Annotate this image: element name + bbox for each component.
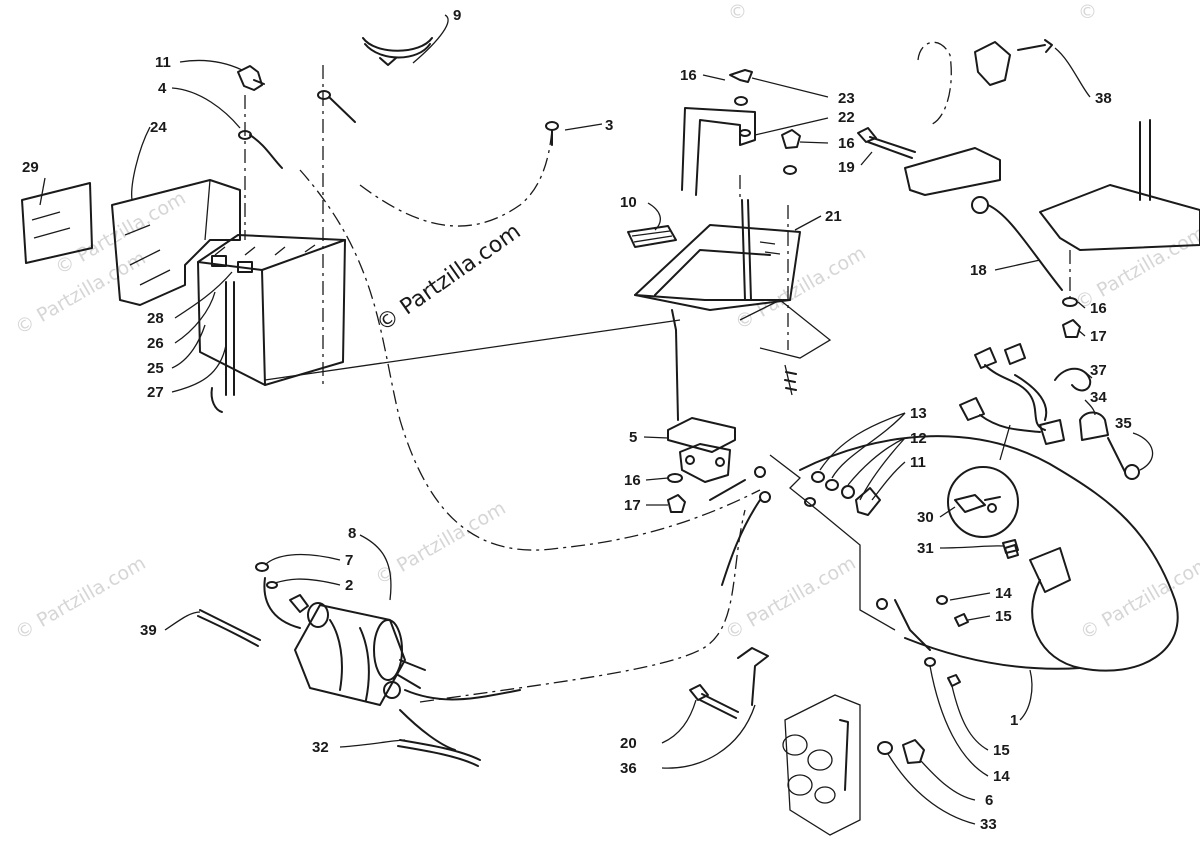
callout-20: 20: [620, 735, 637, 752]
fuse-detail: [947, 424, 1019, 538]
battery-pad: [21, 182, 93, 264]
callout-11: 11: [155, 54, 171, 71]
callout-37: 37: [1090, 362, 1107, 379]
battery-cable-long: [317, 90, 559, 146]
wire-clamp: [1054, 367, 1092, 392]
harness-connectors: [959, 343, 1065, 445]
nut-washer-lower-right: [1062, 297, 1081, 338]
watermark-text: © Partzilla.com: [1077, 552, 1200, 644]
callout-15: 15: [993, 742, 1010, 759]
callout-23: 23: [838, 90, 855, 107]
callout-16: 16: [1090, 300, 1107, 317]
starter-motor: [255, 562, 426, 706]
callout-16: 16: [624, 472, 641, 489]
callout-17: 17: [624, 497, 641, 514]
chassis-plate: [782, 694, 861, 836]
callout-34: 34: [1090, 389, 1107, 406]
callout-9: 9: [453, 7, 461, 24]
callout-1: 1: [1010, 712, 1018, 729]
tray-mount-bracket: [739, 299, 832, 396]
terminal-boot: [237, 65, 265, 91]
starter-solenoid: [667, 329, 736, 483]
watermark-main: © Partzilla.com: [372, 219, 525, 337]
callout-32: 32: [312, 739, 329, 756]
callout-35: 35: [1115, 415, 1132, 432]
battery: [197, 234, 346, 413]
callout-30: 30: [917, 509, 934, 526]
callout-39: 39: [140, 622, 157, 639]
watermark-text: © Partzilla.com: [722, 552, 860, 644]
callout-2: 2: [345, 577, 353, 594]
callout-16: 16: [680, 67, 697, 84]
callout-15: 15: [995, 608, 1012, 625]
callout-19: 19: [838, 159, 855, 176]
callout-3: 3: [605, 117, 613, 134]
callout-labels: 9 11 4 3 24 29 28 26 25 27 16 23 22 16 1…: [22, 7, 1132, 833]
battery-cover: [111, 179, 241, 306]
callout-22: 22: [838, 109, 855, 126]
callout-16: 16: [838, 135, 855, 152]
callout-27: 27: [147, 384, 164, 401]
callout-8: 8: [348, 525, 356, 542]
callout-29: 29: [22, 159, 39, 176]
main-wiring-harness: [769, 435, 1179, 687]
callout-25: 25: [147, 360, 164, 377]
callout-10: 10: [620, 194, 637, 211]
callout-6: 6: [985, 792, 993, 809]
band-clamp: [362, 37, 433, 66]
nut-washer-bottom: [877, 739, 925, 764]
callout-14: 14: [995, 585, 1012, 602]
callout-26: 26: [147, 335, 164, 352]
mounting-bolt: [857, 127, 916, 159]
callout-11: 11: [910, 454, 926, 471]
watermark-text: © Partzilla.com: [12, 552, 150, 644]
callout-28: 28: [147, 310, 164, 327]
mount-plate: [917, 39, 1053, 126]
watermark-text: © Partzilla.com: [372, 497, 510, 589]
callout-38: 38: [1095, 90, 1112, 107]
callout-12: 12: [910, 430, 927, 447]
washer-boot-stack: [804, 471, 881, 516]
starter-cable-sleeve: [197, 609, 261, 647]
battery-cable-short: [238, 130, 283, 169]
callout-18: 18: [970, 262, 987, 279]
harness-plug: [1002, 539, 1019, 554]
leader-lines: [39, 14, 1154, 825]
callout-13: 13: [910, 405, 927, 422]
indicator-light: [1079, 411, 1140, 480]
callout-21: 21: [825, 208, 842, 225]
battery-tray: [634, 224, 801, 331]
solenoid-cable: [709, 466, 771, 586]
nut-washer-upper-right: [781, 129, 801, 175]
callout-4: 4: [158, 80, 167, 97]
callout-7: 7: [345, 552, 353, 569]
callout-17: 17: [1090, 328, 1107, 345]
watermark-group: © Partzilla.com © Partzilla.com © Partzi…: [12, 1, 1200, 644]
starter-cable: [397, 689, 521, 767]
support-bracket: [904, 119, 1200, 291]
battery-hold-bracket: [681, 107, 756, 196]
watermark-corner: ©: [1078, 1, 1097, 23]
nut-washer-solenoid: [667, 473, 686, 513]
ground-bracket: [689, 647, 769, 719]
wing-nut: [729, 69, 753, 106]
harness-routing-lines: [244, 65, 1071, 703]
watermark-corner: ©: [728, 1, 747, 23]
callout-24: 24: [150, 119, 167, 136]
callout-33: 33: [980, 816, 997, 833]
callout-14: 14: [993, 768, 1010, 785]
hold-down-rod: [741, 199, 752, 301]
callout-31: 31: [917, 540, 934, 557]
callout-36: 36: [620, 760, 637, 777]
watermark-text: © Partzilla.com: [732, 242, 870, 334]
tray-pad: [627, 225, 677, 248]
callout-5: 5: [629, 429, 637, 446]
